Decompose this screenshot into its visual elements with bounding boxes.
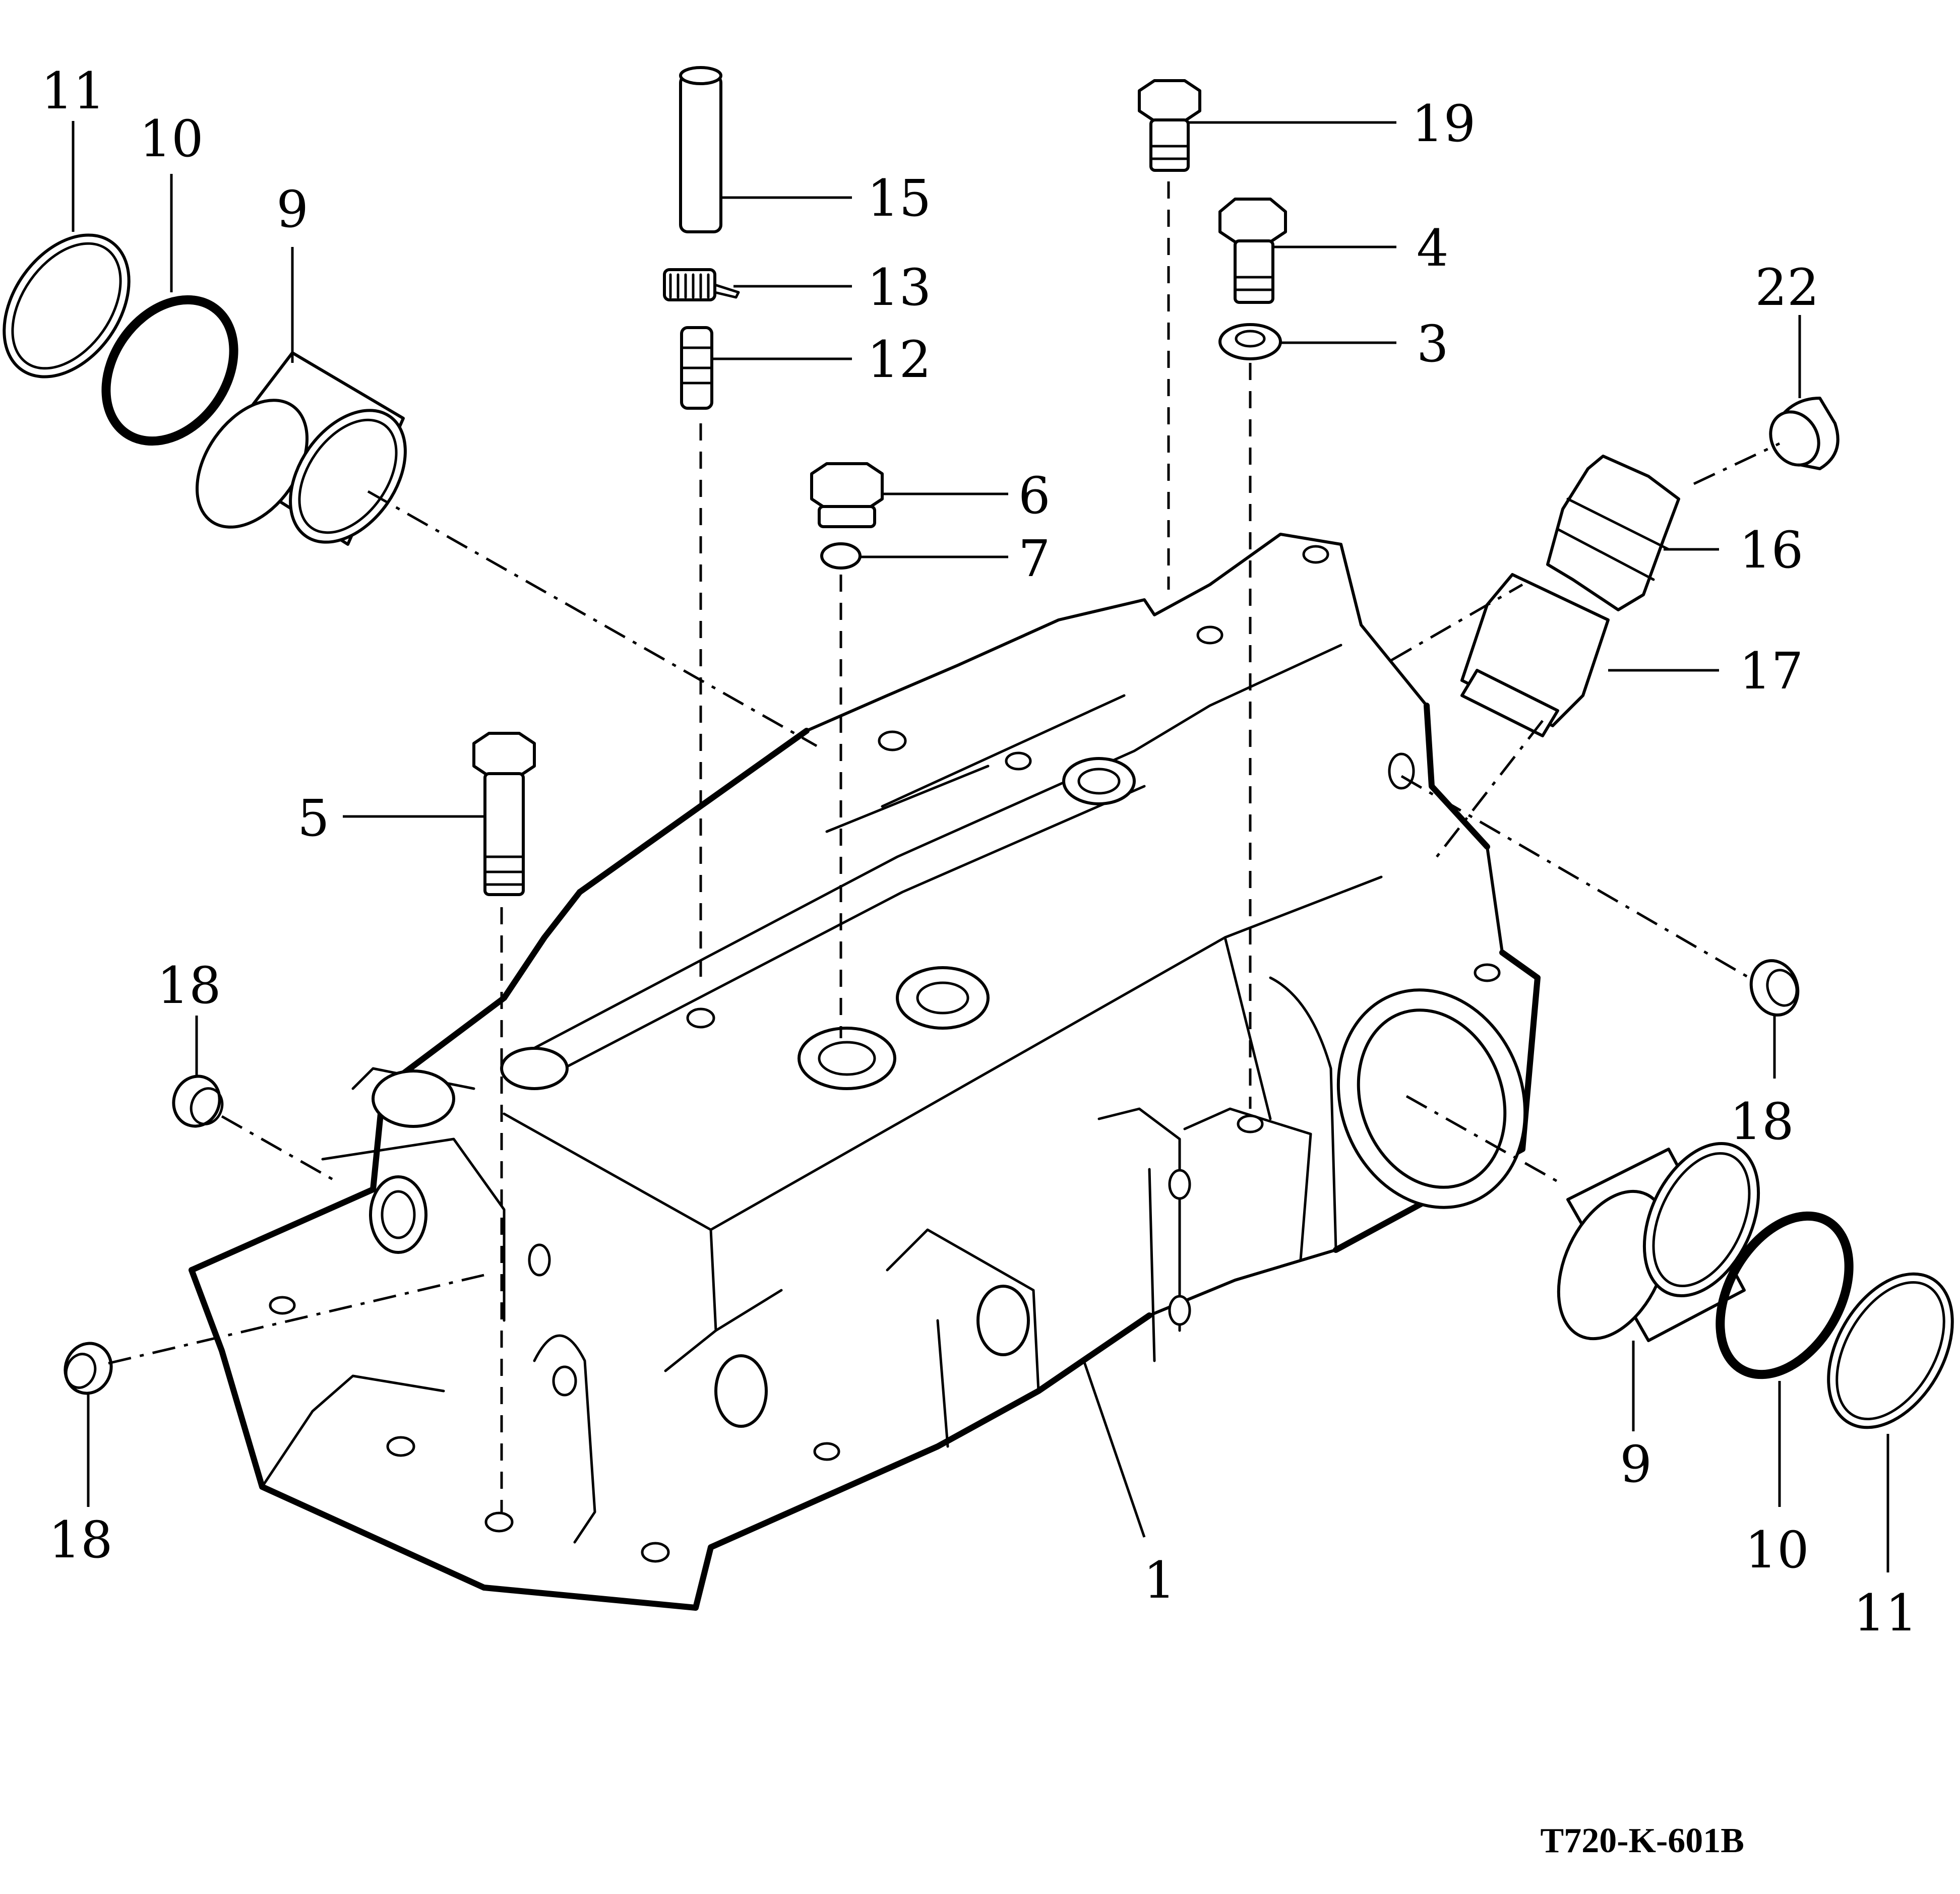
callout-7: 7	[1018, 529, 1051, 588]
ring-part-11-right	[1827, 1272, 1954, 1429]
bolt-part-19	[1138, 79, 1201, 172]
o-ring-part-10-left	[101, 295, 238, 446]
callout-leaders	[72, 121, 1889, 1572]
callout-labels: 11 10 9 15 13 12 19 4 3 22 6 7 16 17 5 1…	[41, 61, 1917, 1643]
callout-11-right: 11	[1853, 1584, 1917, 1643]
nipple-part-12	[680, 326, 713, 410]
callout-10-left: 10	[139, 109, 203, 168]
plug-part-6	[810, 462, 884, 528]
pipe-part-15	[679, 66, 722, 233]
plug-part-18-left-upper	[172, 1075, 224, 1128]
assembly-centerlines	[108, 181, 1781, 1512]
callout-11-left: 11	[41, 61, 105, 120]
bushing-part-9-left	[195, 351, 407, 546]
housing-part-1	[189, 533, 1541, 1611]
callout-16: 16	[1739, 521, 1803, 580]
callout-13: 13	[867, 258, 931, 317]
o-ring-part-10-right	[1716, 1211, 1854, 1379]
callout-5: 5	[297, 789, 330, 848]
callout-18-left-upper: 18	[157, 956, 221, 1015]
bushing-part-9-right	[1557, 1142, 1760, 1342]
washer-part-3	[1218, 323, 1282, 360]
callout-18-right: 18	[1730, 1092, 1794, 1151]
plug-part-18-left-lower	[64, 1342, 113, 1395]
callout-12: 12	[867, 330, 931, 389]
figure-code: T720-K-601B	[1541, 1821, 1744, 1860]
callout-15: 15	[867, 169, 931, 228]
o-ring-part-7	[820, 542, 862, 570]
callout-9-right: 9	[1620, 1435, 1652, 1494]
callout-19: 19	[1412, 94, 1476, 153]
clamp-part-13	[663, 268, 740, 301]
plug-part-18-right	[1749, 959, 1800, 1017]
callout-3: 3	[1417, 314, 1449, 373]
ring-part-11-left	[3, 233, 131, 378]
plug-part-22	[1769, 397, 1840, 470]
callout-4: 4	[1417, 219, 1449, 278]
callout-18-left-lower: 18	[48, 1510, 112, 1569]
sensor-part-16	[1546, 455, 1680, 611]
callout-22: 22	[1755, 258, 1819, 317]
callout-10-right: 10	[1745, 1521, 1809, 1580]
callout-6: 6	[1018, 466, 1051, 525]
bolt-part-4	[1218, 198, 1287, 304]
callout-17: 17	[1739, 642, 1803, 701]
callout-1: 1	[1143, 1551, 1176, 1610]
bolt-part-5	[472, 732, 536, 896]
connector-part-17	[1460, 573, 1610, 737]
callout-9-left: 9	[276, 180, 309, 239]
